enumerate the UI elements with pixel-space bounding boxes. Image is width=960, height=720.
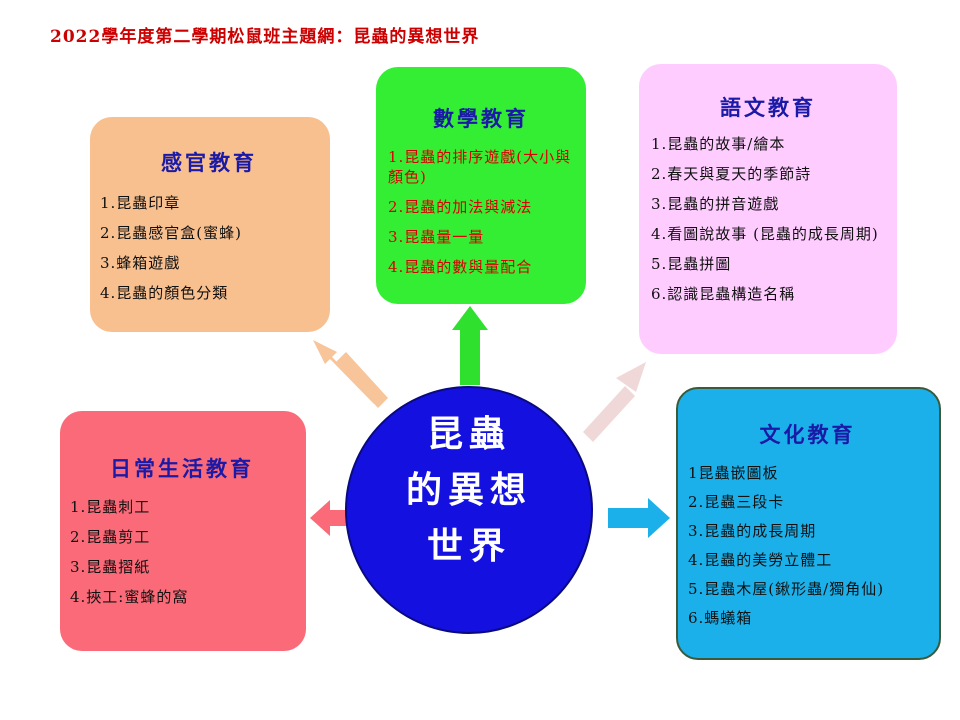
box-sense-education: 感官教育 1.昆蟲印章 2.昆蟲感官盒(蜜蜂) 3.蜂箱遊戲 4.昆蟲的顏色分類 [90,117,330,332]
list-item: 4.看圖說故事 (昆蟲的成長周期) [651,225,879,243]
arrow-to-sense-body [336,352,388,408]
list-item: 4.挾工:蜜蜂的窩 [70,588,189,606]
box-heading: 感官教育 [161,150,257,175]
box-culture-education: 文化教育 1昆蟲嵌圖板 2.昆蟲三段卡 3.昆蟲的成長周期 4.昆蟲的美勞立體工… [676,387,941,660]
arrow-to-daily [310,500,346,536]
item-list: 1昆蟲嵌圖板 2.昆蟲三段卡 3.昆蟲的成長周期 4.昆蟲的美勞立體工 5.昆蟲… [688,463,927,628]
center-line: 昆蟲 [426,413,511,455]
center-line: 的異想 [405,469,532,511]
box-heading: 數學教育 [433,106,529,131]
box-heading: 文化教育 [759,422,856,447]
list-item: 2.昆蟲三段卡 [688,493,785,511]
list-item: 6.螞蟻箱 [688,609,753,627]
page-title: 2022學年度第二學期松鼠班主題網：昆蟲的異想世界 [50,27,480,47]
item-list: 1.昆蟲刺工 2.昆蟲剪工 3.昆蟲摺紙 4.挾工:蜜蜂的窩 [70,497,294,607]
box-heading: 日常生活教育 [110,456,254,481]
list-item: 5.昆蟲木屋(鍬形蟲/獨角仙) [688,580,885,598]
box-language-education: 語文教育 1.昆蟲的故事/繪本 2.春天與夏天的季節詩 3.昆蟲的拼音遊戲 4.… [639,64,897,354]
box-daily-life-education: 日常生活教育 1.昆蟲刺工 2.昆蟲剪工 3.昆蟲摺紙 4.挾工:蜜蜂的窩 [60,411,306,651]
arrow-to-culture [608,498,670,538]
list-item: 5.昆蟲拼圖 [651,255,732,273]
arrow-to-math [452,306,488,385]
list-item: 2.昆蟲剪工 [70,528,151,546]
list-item: 3.昆蟲摺紙 [70,558,151,576]
list-item: 4.昆蟲的數與量配合 [388,258,533,276]
list-item: 4.昆蟲的美勞立體工 [688,551,833,569]
list-item: 4.昆蟲的顏色分類 [100,284,229,302]
box-math-education: 數學教育 1.昆蟲的排序遊戲(大小與顏色) 2.昆蟲的加法與減法 3.昆蟲量一量… [376,67,586,304]
list-item: 3.昆蟲的拼音遊戲 [651,195,780,213]
center-theme-circle: 昆蟲 的異想 世界 [345,386,593,634]
list-item: 3.蜂箱遊戲 [100,254,181,272]
box-heading: 語文教育 [720,95,816,120]
list-item: 1昆蟲嵌圖板 [688,464,779,482]
list-item: 2.春天與夏天的季節詩 [651,165,812,183]
list-item: 1.昆蟲刺工 [70,498,151,516]
list-item: 2.昆蟲的加法與減法 [388,198,533,216]
list-item: 1.昆蟲的排序遊戲(大小與顏色) [388,148,572,186]
list-item: 3.昆蟲量一量 [388,228,485,246]
item-list: 1.昆蟲的故事/繪本 2.春天與夏天的季節詩 3.昆蟲的拼音遊戲 4.看圖說故事… [651,134,885,304]
arrow-to-lang-body [583,386,635,442]
arrow-to-lang-head [616,362,646,392]
list-item: 2.昆蟲感官盒(蜜蜂) [100,224,243,242]
center-line: 世界 [426,525,511,567]
list-item: 1.昆蟲印章 [100,194,181,212]
item-list: 1.昆蟲的排序遊戲(大小與顏色) 2.昆蟲的加法與減法 3.昆蟲量一量 4.昆蟲… [388,147,574,277]
list-item: 1.昆蟲的故事/繪本 [651,135,786,153]
list-item: 3.昆蟲的成長周期 [688,522,817,540]
list-item: 6.認識昆蟲構造名稱 [651,285,796,303]
item-list: 1.昆蟲印章 2.昆蟲感官盒(蜜蜂) 3.蜂箱遊戲 4.昆蟲的顏色分類 [100,193,318,303]
